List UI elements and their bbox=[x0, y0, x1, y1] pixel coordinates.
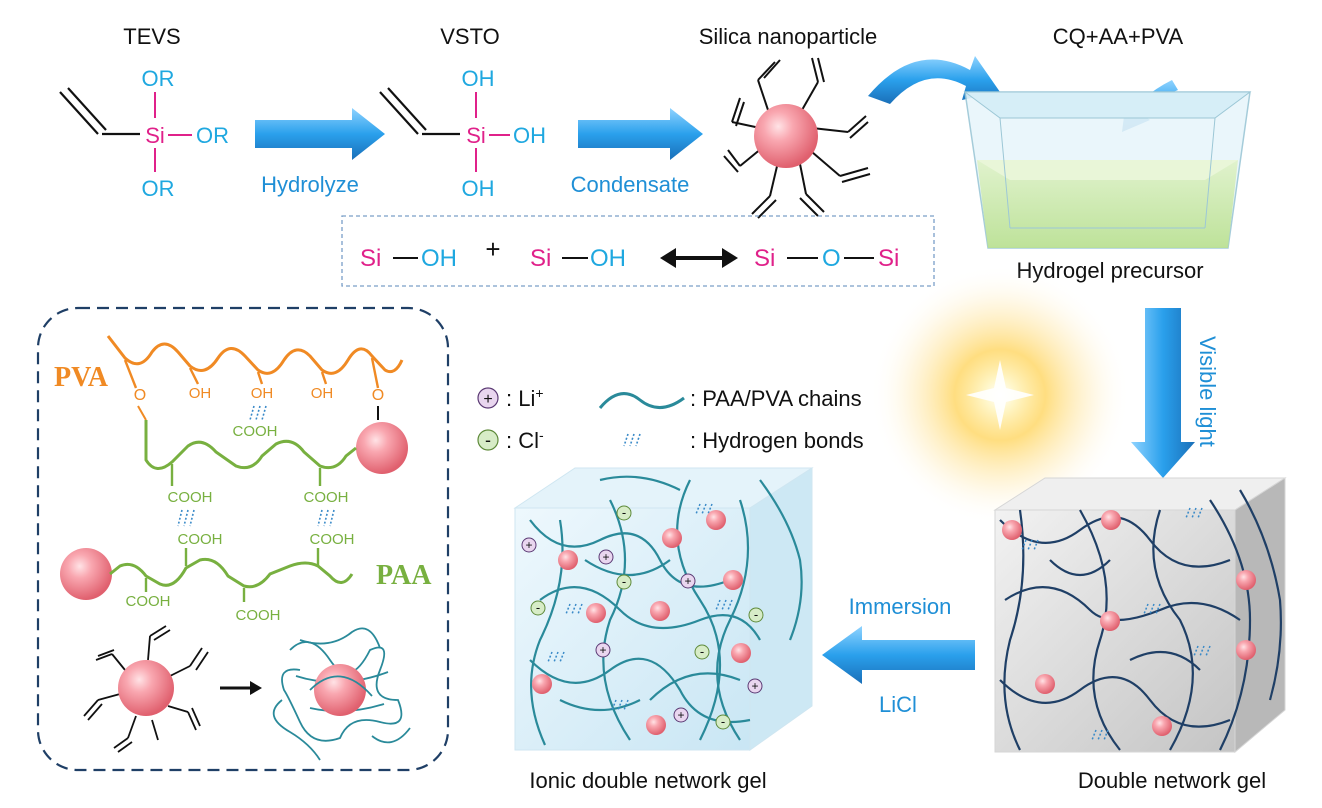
inset-sphere-left bbox=[60, 548, 112, 600]
condensate-arrow bbox=[578, 108, 703, 160]
double-gel-cube bbox=[993, 477, 1287, 754]
legend-cl-icon: - bbox=[477, 429, 499, 451]
inset-arrow bbox=[220, 681, 262, 695]
svg-text:-: - bbox=[536, 600, 540, 615]
svg-text:+: + bbox=[677, 708, 684, 722]
paa-chain-upper bbox=[144, 420, 357, 470]
condensate-label: Condensate bbox=[571, 172, 690, 197]
legend-chains-label: : PAA/PVA chains bbox=[690, 386, 862, 411]
licl-label: LiCl bbox=[879, 692, 917, 717]
visible-light-arrow bbox=[1131, 308, 1195, 478]
pva-oh-3: OH bbox=[311, 385, 334, 402]
pva-chain bbox=[106, 335, 404, 375]
paa-cooh-lower-4: COOH bbox=[236, 607, 281, 624]
legend-li-label: : Li+ bbox=[506, 385, 544, 411]
vsto-molecule: Si OH OH OH bbox=[379, 66, 546, 201]
vsto-oh-top: OH bbox=[462, 66, 495, 91]
paa-cooh-upper-left: COOH bbox=[168, 489, 213, 506]
reaction-o: O bbox=[822, 245, 841, 272]
tevs-si: Si bbox=[145, 123, 165, 148]
paa-cooh-lower-2: COOH bbox=[310, 531, 355, 548]
hydrolyze-label: Hydrolyze bbox=[261, 172, 359, 197]
vsto-oh-bottom: OH bbox=[462, 176, 495, 201]
ionic-gel-cl-ions: - - - - - - bbox=[530, 505, 764, 730]
svg-text:+: + bbox=[602, 550, 609, 564]
inset-paa-label: PAA bbox=[376, 560, 432, 591]
svg-text:+: + bbox=[684, 574, 691, 588]
pva-o-right: O bbox=[372, 387, 384, 404]
svg-text:-: - bbox=[622, 505, 626, 520]
equilibrium-arrow bbox=[660, 248, 738, 268]
hbond-paa-left bbox=[177, 509, 195, 527]
svg-text:-: - bbox=[622, 574, 626, 589]
vsto-oh-right: OH bbox=[513, 123, 546, 148]
svg-text:+: + bbox=[751, 679, 758, 693]
svg-text:-: - bbox=[700, 644, 704, 659]
ionic-gel-hbonds bbox=[547, 503, 733, 711]
legend-cl-label: : Cl- bbox=[506, 427, 544, 453]
sun-glow bbox=[870, 265, 1130, 525]
tevs-or-bottom: OR bbox=[142, 176, 175, 201]
reaction-si-1: Si bbox=[360, 245, 381, 272]
paa-chain-lower bbox=[109, 557, 354, 589]
tevs-molecule: Si OR OR OR bbox=[59, 66, 229, 201]
paa-cooh-lower-1: COOH bbox=[178, 531, 223, 548]
hbond-paa-right bbox=[317, 509, 335, 527]
tevs-or-top: OR bbox=[142, 66, 175, 91]
double-gel-particles bbox=[1002, 510, 1256, 736]
reaction-si-3: Si bbox=[754, 245, 775, 272]
pva-oh-1: OH bbox=[189, 385, 212, 402]
vsto-si: Si bbox=[466, 123, 486, 148]
paa-cooh-lower-3: COOH bbox=[126, 593, 171, 610]
ionic-gel-li-ions: + + + + + + bbox=[521, 537, 763, 723]
immersion-label: Immersion bbox=[849, 594, 952, 619]
legend-hbond-icon bbox=[623, 433, 641, 447]
visible-light-label: Visible light bbox=[1195, 336, 1220, 447]
silica-nanoparticle bbox=[723, 57, 871, 219]
tevs-label: TEVS bbox=[123, 24, 180, 49]
svg-text:-: - bbox=[721, 714, 725, 729]
inset-entangled-particle bbox=[272, 627, 411, 761]
precursor-reagents-label: CQ+AA+PVA bbox=[1053, 24, 1184, 49]
legend: + : Li+ - : Cl- : PAA/PVA chains : Hydro… bbox=[477, 385, 864, 453]
paa-cooh-upper-top: COOH bbox=[233, 423, 278, 440]
hbond-pva-paa bbox=[249, 405, 267, 421]
inset-sphere-right bbox=[356, 422, 408, 474]
svg-text:+: + bbox=[525, 538, 532, 552]
precursor-tank bbox=[963, 91, 1252, 249]
tevs-or-right: OR bbox=[196, 123, 229, 148]
reaction-oh-2: OH bbox=[590, 245, 626, 272]
double-gel-hbonds bbox=[1021, 507, 1211, 741]
inset-nanoparticle bbox=[83, 625, 209, 753]
ionic-gel-cube bbox=[513, 467, 814, 751]
ionic-gel-particles bbox=[532, 510, 751, 735]
legend-hbonds-label: : Hydrogen bonds bbox=[690, 428, 864, 453]
immersion-arrow bbox=[822, 626, 975, 684]
reaction-box: Si OH + Si OH Si O Si bbox=[341, 215, 935, 287]
svg-text:-: - bbox=[754, 607, 758, 622]
silica-label: Silica nanoparticle bbox=[699, 24, 878, 49]
paa-cooh-upper-right: COOH bbox=[304, 489, 349, 506]
legend-chain-icon bbox=[598, 392, 685, 409]
hydrolyze-arrow bbox=[255, 108, 385, 160]
svg-text:+: + bbox=[483, 391, 492, 408]
legend-li-icon: + bbox=[477, 387, 499, 409]
vsto-label: VSTO bbox=[440, 24, 500, 49]
pva-oh-2: OH bbox=[251, 385, 274, 402]
reaction-plus: + bbox=[485, 234, 500, 264]
svg-text:-: - bbox=[485, 430, 491, 450]
pva-o-left: O bbox=[134, 387, 146, 404]
inset-pva-label: PVA bbox=[54, 362, 109, 393]
svg-text:+: + bbox=[599, 643, 606, 657]
reaction-si-2: Si bbox=[530, 245, 551, 272]
reaction-oh-1: OH bbox=[421, 245, 457, 272]
double-gel-label: Double network gel bbox=[1078, 768, 1266, 793]
reaction-si-4: Si bbox=[878, 245, 899, 272]
ionic-gel-label: Ionic double network gel bbox=[529, 768, 766, 793]
